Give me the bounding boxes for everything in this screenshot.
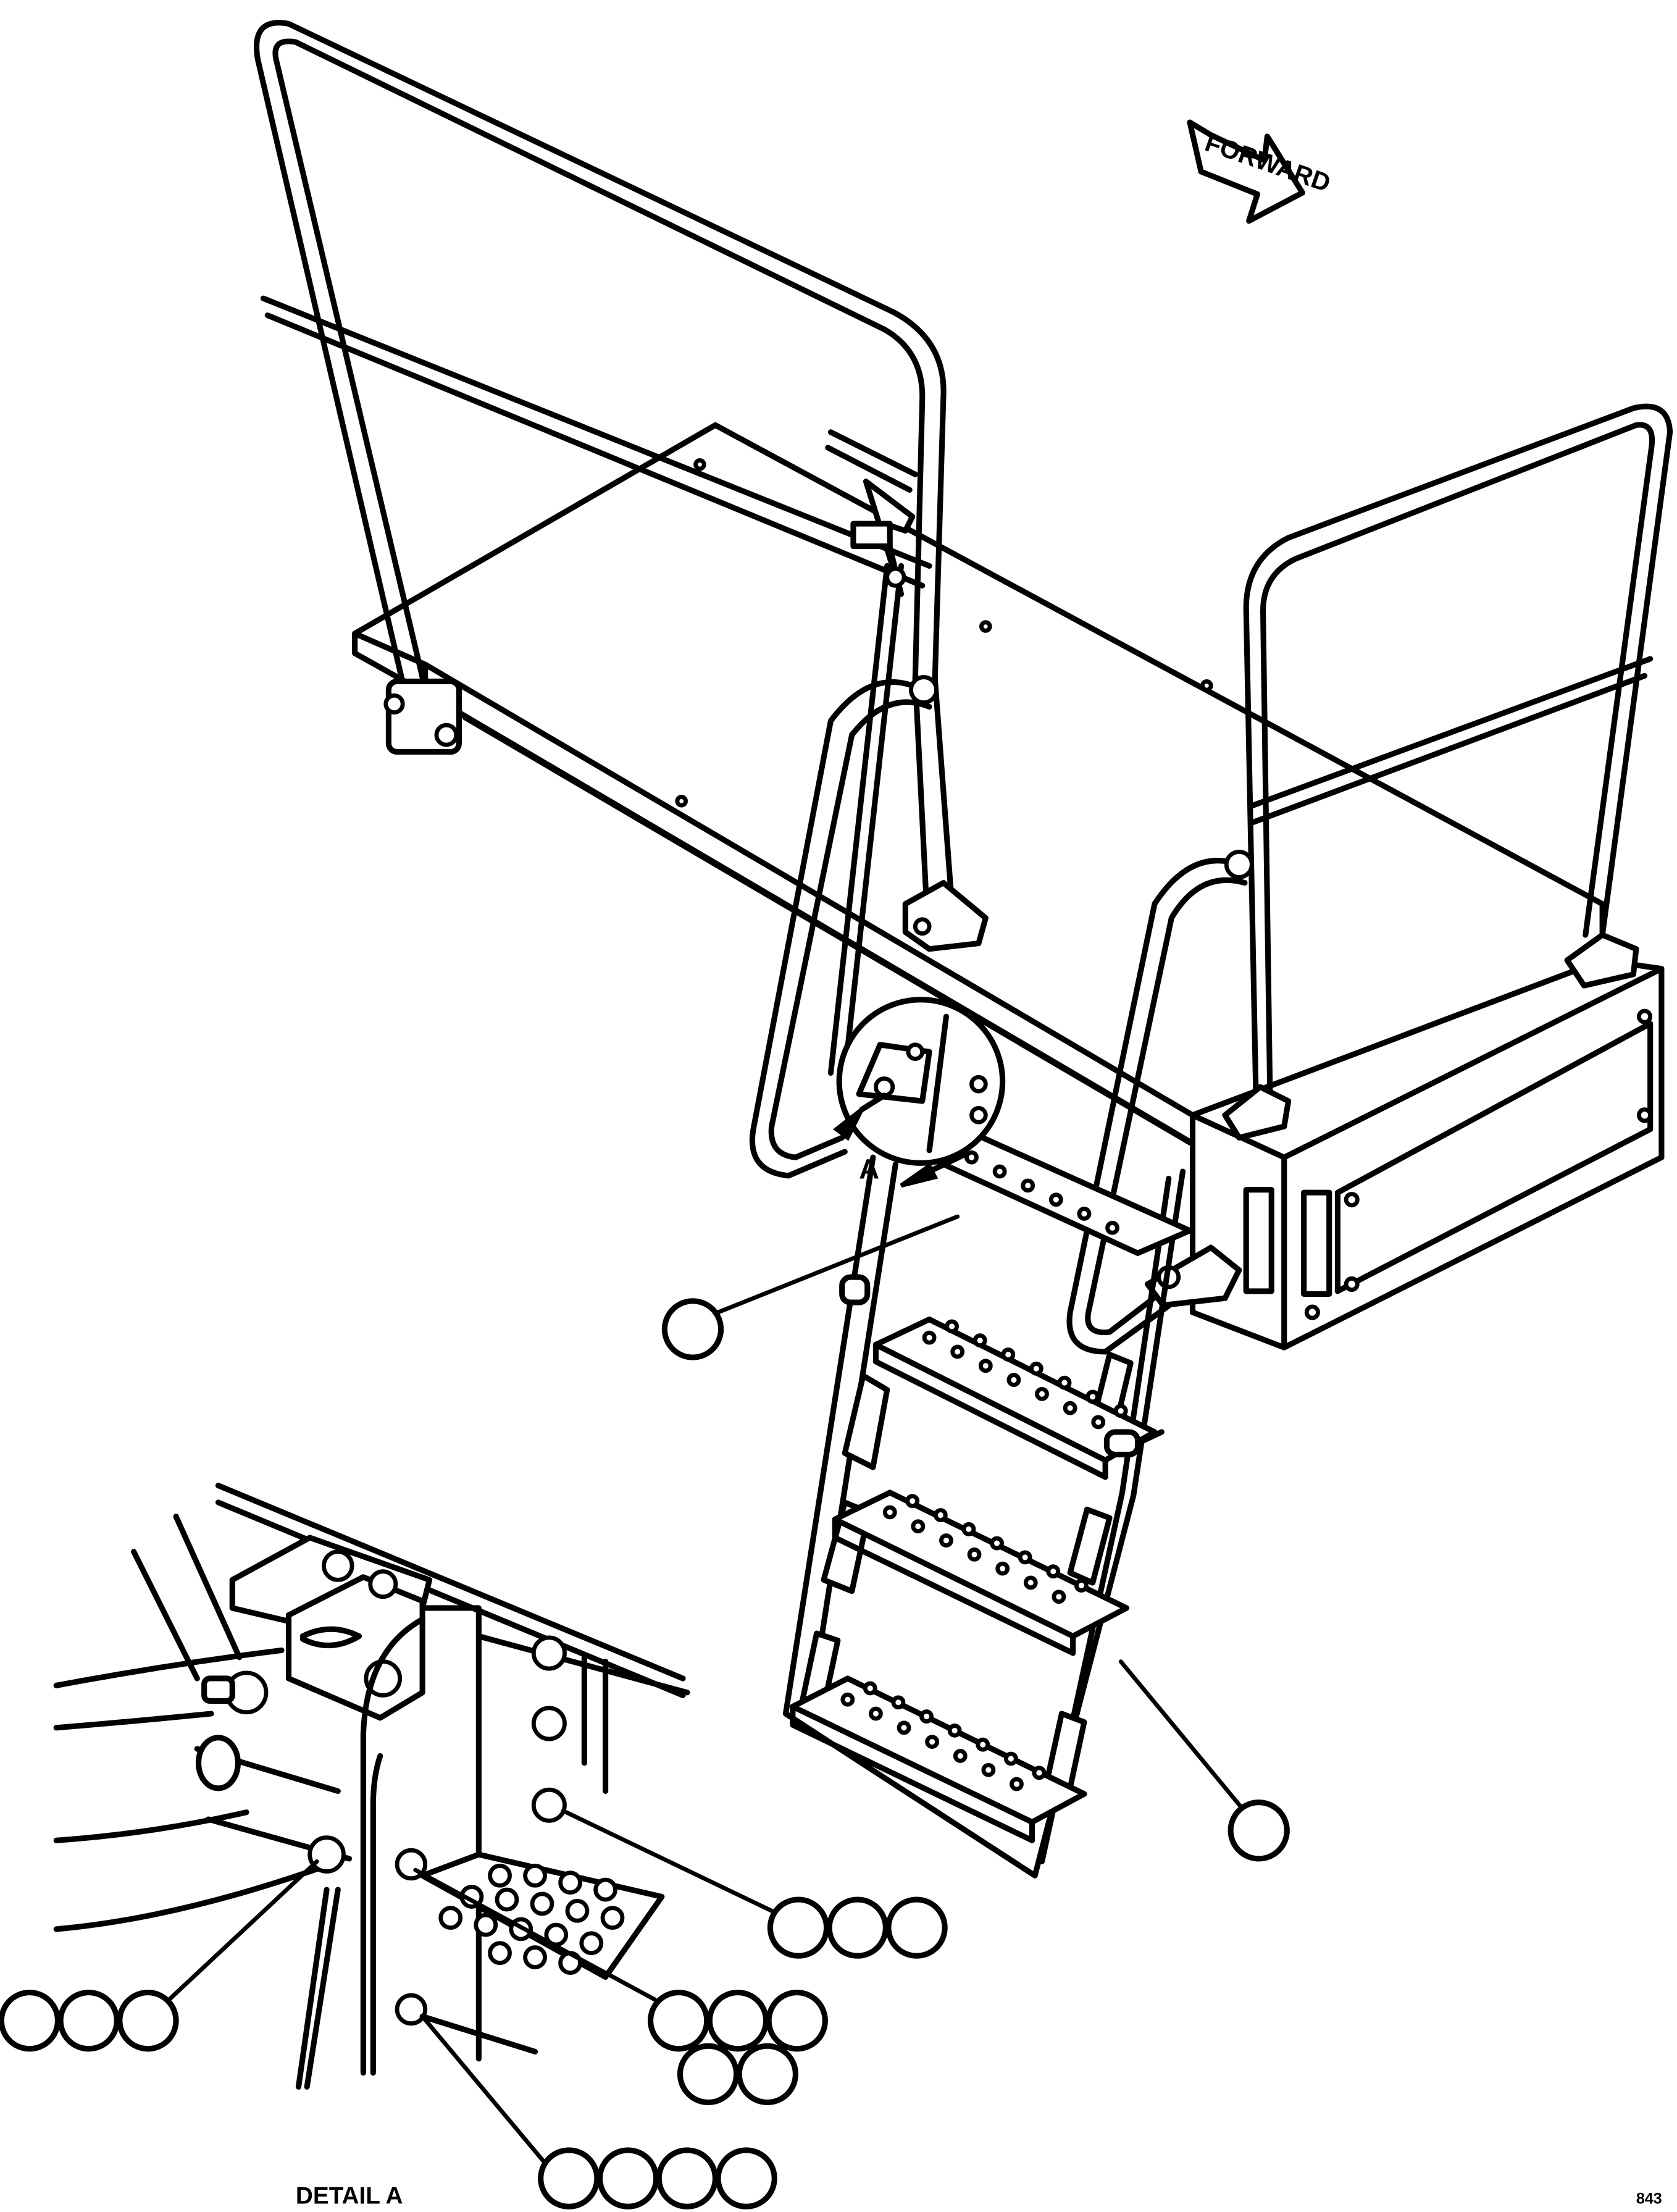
detail-arrow-2-shaft (926, 1152, 968, 1175)
left-post (902, 676, 989, 952)
ladder (782, 1123, 1193, 1879)
callout-group-pivot-bolt (0, 1989, 179, 2052)
left-handrail (254, 20, 947, 755)
leader-middle-bolt (413, 1867, 657, 2002)
callout-ladder-side-rail (1227, 1799, 1290, 1862)
detail-title: DETAIL A (296, 2183, 403, 2210)
forward-arrow: FORWARD (1187, 119, 1334, 224)
right-handrail (1222, 403, 1673, 1141)
leader-lower-bolt (420, 2014, 554, 2174)
detail-arrow-1 (832, 1108, 864, 1141)
callout-ladder-assembly (661, 1298, 724, 1360)
left-ladder-grab-rail (749, 675, 939, 1179)
ladder-pin (839, 1274, 1165, 1457)
leader-upper-bolt (561, 1808, 774, 1913)
detail-a-view (53, 1483, 690, 2090)
sheet-code: 843 (1636, 2190, 1662, 2208)
step-perforations (840, 1150, 1128, 1791)
detail-arrow-1-shaft (859, 1092, 887, 1113)
detail-view-marker: A (859, 1153, 879, 1184)
leader-ladder-side-rail (1118, 1659, 1244, 1811)
leader-ladder-assembly (716, 1214, 960, 1315)
leader-pivot-bolt (164, 1859, 319, 2005)
callout-group-middle-bolt (648, 1989, 828, 2105)
detail-a-circle (836, 997, 1006, 1166)
brake-lever (825, 429, 918, 1076)
callout-group-upper-bolt (767, 1896, 948, 1959)
callout-group-lower-bolt (538, 2147, 777, 2210)
